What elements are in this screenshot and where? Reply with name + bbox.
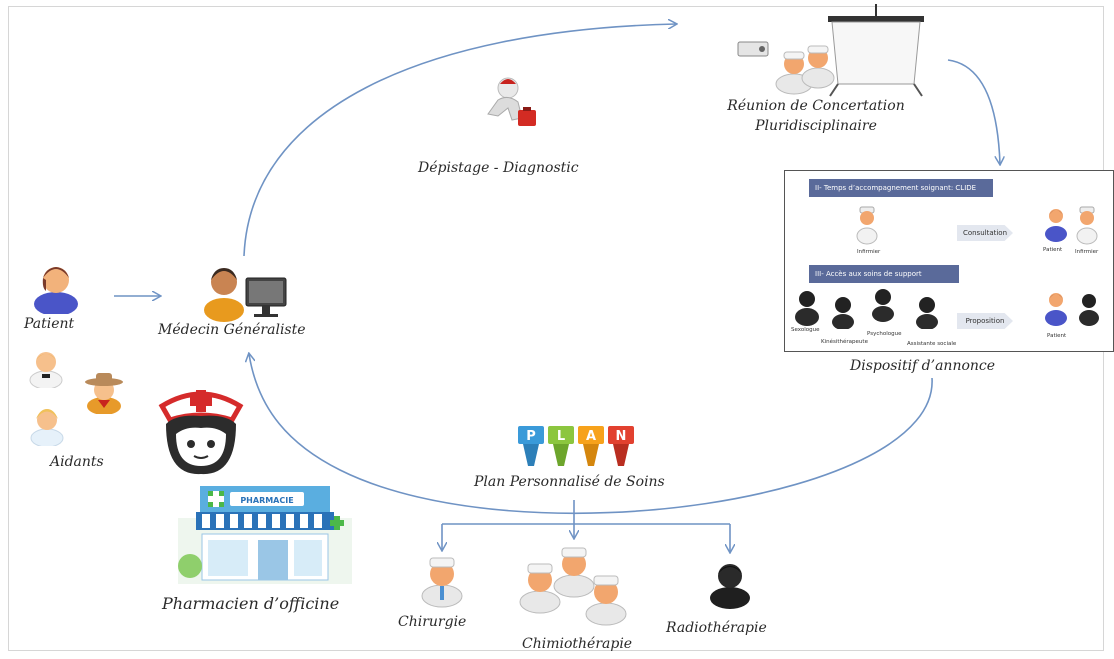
panel-sexologue-label: Sexologue — [791, 327, 820, 333]
nurse-figure-icon — [856, 206, 878, 245]
panel-consultation-arrow: Consultation — [957, 225, 1013, 241]
plan-p-text: P — [526, 429, 536, 444]
panel-kine-label: Kinésithérapeute — [821, 339, 868, 345]
rcp-label-line2: Pluridisciplinaire — [755, 118, 877, 134]
aidant-woman-icon — [30, 409, 64, 446]
surgeon-icon — [421, 557, 463, 608]
chemo-team-icon — [519, 547, 627, 626]
plan-n-text: N — [616, 429, 627, 444]
plan-l-text: L — [557, 429, 565, 444]
plan-letter-l: L — [548, 426, 574, 466]
rcp-label-line1: Réunion de Concertation — [727, 98, 905, 114]
pharmacien-label: Pharmacien d’officine — [162, 594, 340, 613]
radiologist-icon — [710, 564, 750, 609]
panel-psychologue-label: Psychologue — [867, 331, 902, 337]
plan-letter-n: N — [608, 426, 634, 466]
patient-label: Patient — [24, 316, 75, 332]
panel-proposition-arrow: Proposition — [957, 313, 1013, 329]
dispositif-annonce-panel: II- Temps d’accompagnement soignant: CLI… — [784, 170, 1114, 352]
plan-a-text: A — [586, 429, 596, 444]
patient-support-icons — [1045, 293, 1099, 326]
panel-patient-label-a: Patient — [1043, 247, 1063, 253]
nurse-mini-icon — [1076, 206, 1098, 245]
plan-letter-p: P — [518, 426, 544, 466]
meeting-screen-icon — [737, 4, 924, 97]
chirurgie-label: Chirurgie — [398, 614, 467, 630]
aidant-cowboy-icon — [85, 373, 123, 414]
arrow-dispositif-medecin — [249, 354, 933, 515]
plan-letter-a: A — [578, 426, 604, 466]
panel-assistante-label: Assistante sociale — [907, 341, 957, 347]
nurse-icon — [158, 390, 244, 475]
panel-infirmier-label: Infirmier — [857, 249, 881, 255]
panel-bar-accompagnement: II- Temps d’accompagnement soignant: CLI… — [809, 179, 993, 197]
panel-patient-label-c: Patient — [1047, 333, 1067, 339]
aidant-man-icon — [29, 352, 63, 388]
aidants-label: Aidants — [50, 454, 104, 470]
support-team-icons — [795, 289, 938, 329]
radiotherapie-label: Radiothérapie — [666, 620, 767, 636]
runner-doctor-icon — [487, 77, 536, 126]
patient-mini-icon — [1045, 209, 1067, 242]
arrow-rcp-dispositif — [947, 59, 1000, 164]
depistage-label: Dépistage - Diagnostic — [418, 160, 579, 176]
doctor-computer-icon — [204, 268, 287, 322]
pharmacie-sign: PHARMACIE — [240, 496, 293, 505]
pharmacy-building-icon: PHARMACIE — [178, 486, 352, 584]
plan-letters-icon: P L A N — [518, 426, 634, 466]
chimiotherapie-label: Chimiothérapie — [522, 636, 633, 652]
dispositif-label: Dispositif d’annonce — [850, 358, 996, 374]
medecin-label: Médecin Généraliste — [158, 322, 306, 338]
panel-infirmier-label-b: Infirmier — [1075, 249, 1099, 255]
pps-label: Plan Personnalisé de Soins — [474, 474, 665, 490]
arrow-medecin-rcp — [243, 24, 676, 257]
panel-bar-support: III- Accès aux soins de support — [809, 265, 959, 283]
patient-icon — [34, 267, 78, 314]
